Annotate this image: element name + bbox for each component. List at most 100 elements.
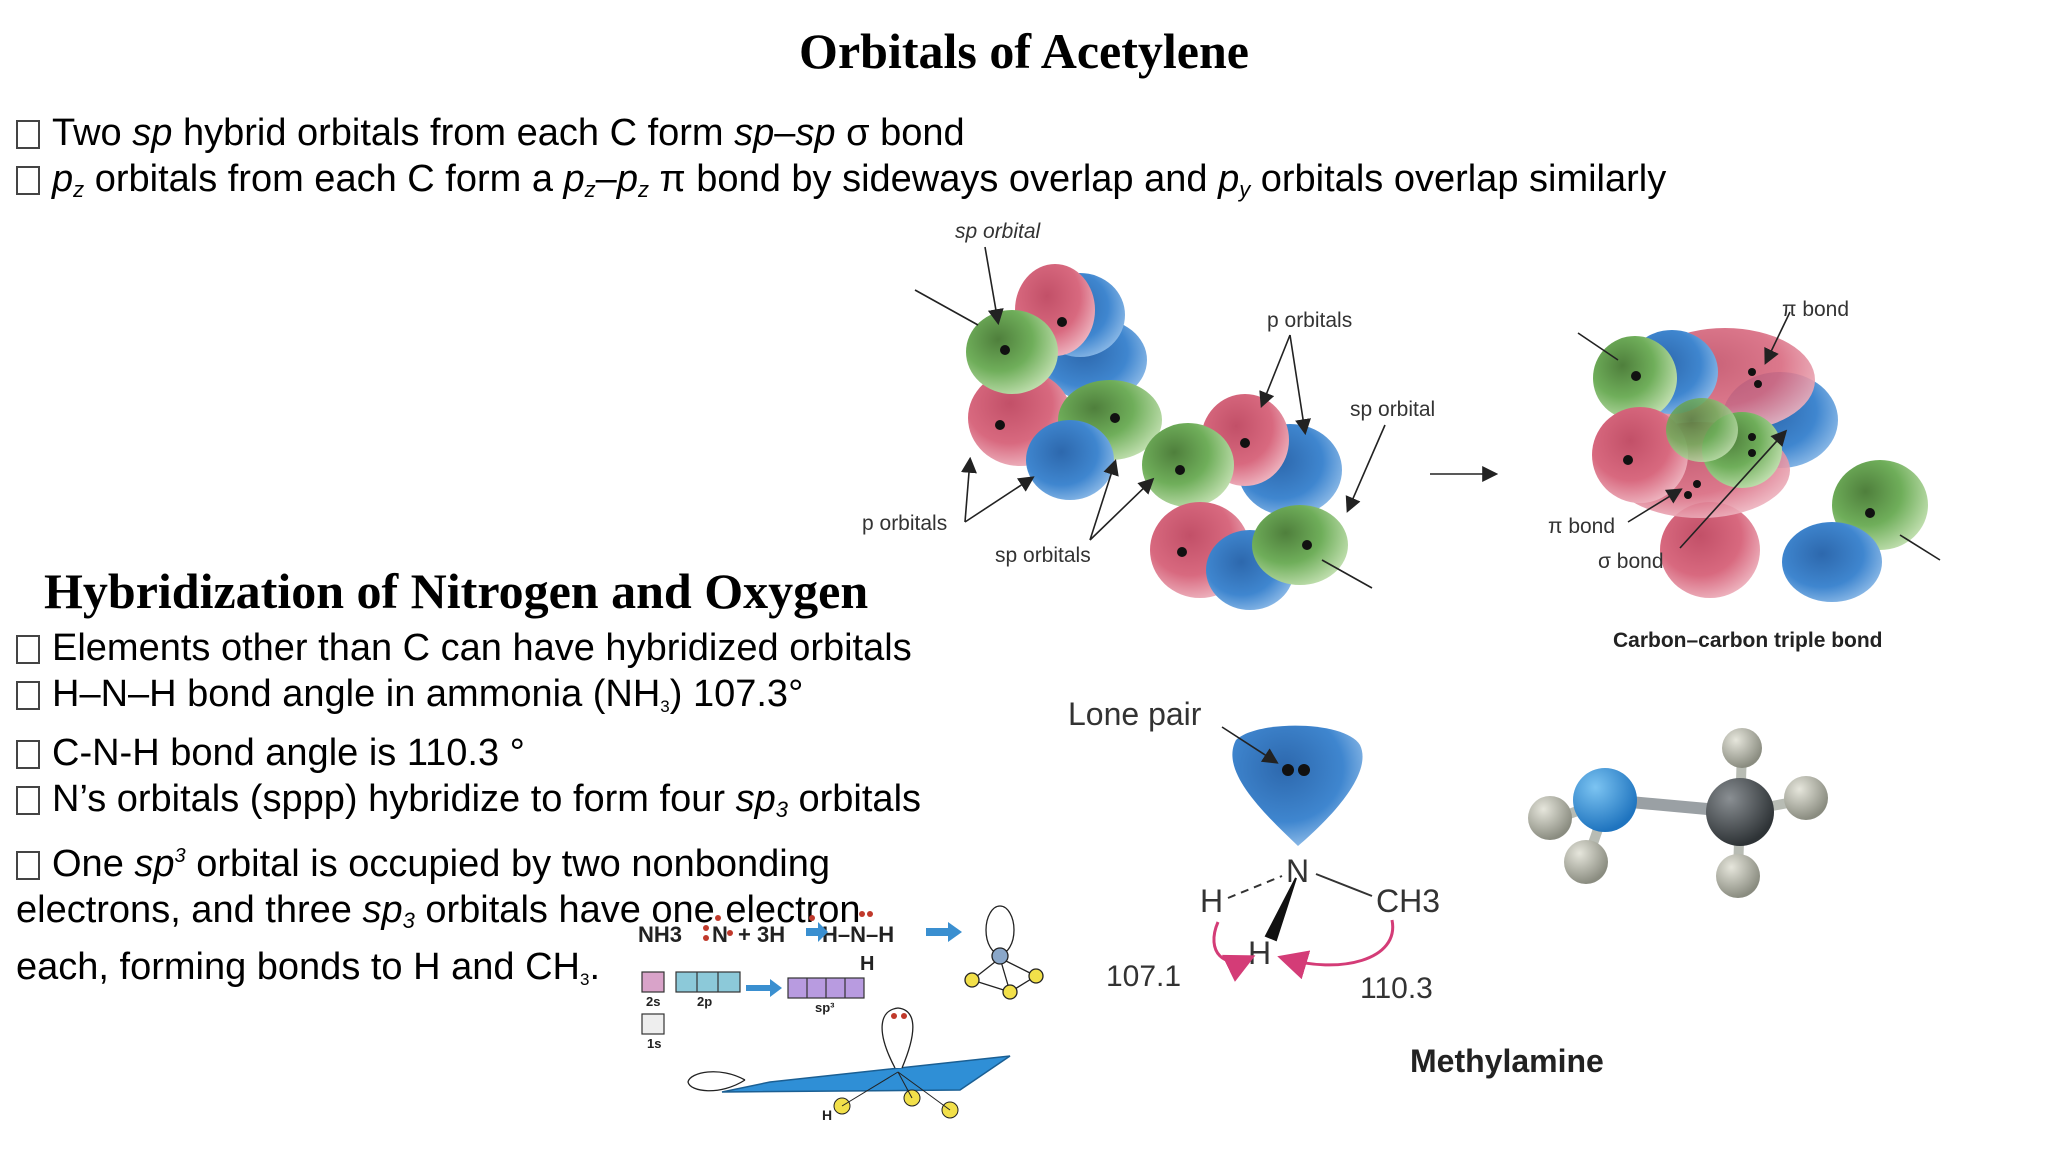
lone-pair-pointer — [1221, 726, 1279, 764]
text: N’s orbitals (sppp) hybridize to form fo… — [52, 778, 736, 820]
label-sp-orbital-right: sp orbital — [1350, 398, 1435, 421]
ammonia-hybridization-figure: NH3 N + 3H H–N–H H 2s 2p 1s sp³ — [638, 905, 1044, 1123]
subscript: 3 — [775, 797, 788, 822]
text: p — [563, 158, 585, 200]
subscript: 3 — [402, 908, 415, 933]
text: electrons, and three — [16, 889, 363, 931]
subscript: z — [637, 177, 649, 202]
text: C-N-H bond angle is 110.3 ° — [52, 732, 525, 774]
carbon-orbital-left — [966, 264, 1162, 500]
text: orbitals overlap similarly — [1250, 158, 1667, 200]
acetylene-orbital-figure: sp orbital p orbitals sp orbital p orbit… — [862, 220, 1941, 652]
nitrogen-bullets: Elements other than C can have hybridize… — [16, 625, 921, 1003]
label-p-orbitals-left: p orbitals — [862, 512, 947, 535]
text: sp — [734, 112, 775, 154]
text: ) 107.3° — [669, 673, 804, 715]
nitrogen-bullet-5: One sp3 orbital is occupied by two nonbo… — [16, 833, 921, 887]
electron-dots — [703, 911, 873, 941]
carbon-orbital-right — [1142, 394, 1348, 610]
bullet-box-icon — [16, 740, 40, 769]
nitrogen-bullet-4: N’s orbitals (sppp) hybridize to form fo… — [16, 776, 921, 833]
text: each, forming bonds to H and CH — [16, 946, 580, 988]
text: orbitals from each C form a — [84, 158, 564, 200]
text: p — [1218, 158, 1240, 200]
acetylene-bullet-2: pz orbitals from each C form a pz–pz π b… — [16, 156, 1666, 213]
text: p — [52, 158, 74, 200]
bullet-box-icon — [16, 120, 40, 149]
text: orbitals — [787, 778, 922, 820]
label-pointers — [914, 246, 1499, 589]
text: sp — [362, 889, 403, 931]
bullet-box-icon — [16, 635, 40, 664]
label-angle-110: 110.3 — [1360, 972, 1433, 1005]
label-n-atom-eq: N — [712, 922, 728, 947]
bullet-box-icon — [16, 166, 40, 195]
triple-bond-pointers — [1577, 311, 1941, 561]
subscript: 3 — [660, 697, 670, 716]
ball-and-stick-model — [1528, 728, 1828, 898]
label-lone-pair: Lone pair — [1068, 696, 1202, 732]
text: One — [52, 843, 135, 885]
bullet-box-icon — [16, 851, 40, 880]
nitrogen-bullet-5-cont: electrons, and three sp3 orbitals have o… — [16, 887, 921, 944]
subscript: 3 — [579, 970, 590, 989]
text: hybrid orbitals from each C form — [172, 112, 735, 154]
text: sp — [132, 112, 173, 154]
label-2s: 2s — [646, 994, 660, 1009]
acetylene-bullets: Two sp hybrid orbitals from each C form … — [16, 110, 1666, 213]
text: Two — [52, 112, 133, 154]
label-sp3: sp³ — [815, 1000, 835, 1015]
label-h-left: H — [1200, 883, 1223, 919]
label-h-sheet: H — [822, 1107, 832, 1123]
label-2p: 2p — [697, 994, 712, 1009]
text: sp — [795, 112, 836, 154]
bullet-box-icon — [16, 681, 40, 710]
label-sp-orbitals: sp orbitals — [995, 544, 1091, 567]
caption-methylamine: Methylamine — [1410, 1043, 1604, 1079]
orbital-boxes — [641, 971, 865, 1035]
label-product-h: H — [860, 953, 874, 975]
label-1s: 1s — [647, 1036, 661, 1051]
text: σ bond — [835, 112, 965, 154]
text: Elements other than C can have hybridize… — [52, 627, 912, 669]
bullet-box-icon — [16, 786, 40, 815]
label-pi-bond-bottom: π bond — [1548, 515, 1615, 538]
nitrogen-bullet-1: Elements other than C can have hybridize… — [16, 625, 921, 671]
label-nh3: NH3 — [638, 922, 682, 947]
label-hnh: H–N–H — [822, 922, 894, 947]
text: sp — [735, 778, 776, 820]
text: – — [774, 112, 796, 154]
text: π bond by sideways overlap and — [648, 158, 1219, 200]
caption-triple-bond: Carbon–carbon triple bond — [1613, 629, 1883, 652]
tetrahedral-ammonia — [964, 905, 1044, 1000]
label-sigma-bond: σ bond — [1598, 550, 1664, 573]
label-ch3: CH3 — [1376, 883, 1440, 919]
superscript: 3 — [174, 845, 186, 867]
label-pi-bond-top: π bond — [1782, 298, 1849, 321]
text: H–N–H bond angle in ammonia (NH — [52, 673, 661, 715]
label-plus-3h: + 3H — [738, 922, 785, 947]
subscript: z — [73, 177, 85, 202]
slide-title: Orbitals of Acetylene — [799, 23, 1249, 79]
label-sp-orbital-top: sp orbital — [955, 220, 1042, 243]
reaction-arrows — [746, 922, 962, 997]
text: sp — [134, 843, 175, 885]
text: – — [595, 158, 617, 200]
label-angle-107: 107.1 — [1106, 960, 1181, 993]
methylamine-figure: Lone pair N H H CH3 107.1 110.3 Methylam… — [1068, 696, 1828, 1079]
section-title-hybridization: Hybridization of Nitrogen and Oxygen — [44, 563, 869, 619]
nitrogen-bullet-3: C-N-H bond angle is 110.3 ° — [16, 730, 921, 776]
label-n: N — [1286, 853, 1309, 889]
acetylene-bullet-1: Two sp hybrid orbitals from each C form … — [16, 110, 1666, 156]
sp3-orbital-sheet: H — [687, 1007, 1011, 1123]
label-p-orbitals-top: p orbitals — [1267, 309, 1352, 332]
text: . — [589, 946, 601, 988]
subscript: z — [584, 177, 596, 202]
subscript: y — [1239, 177, 1251, 202]
label-h-bottom: H — [1248, 935, 1271, 971]
text: orbitals have one electron — [414, 889, 861, 931]
text: p — [616, 158, 638, 200]
lone-pair-lobe — [1232, 725, 1363, 846]
text: orbital is occupied by two nonbonding — [185, 843, 830, 885]
